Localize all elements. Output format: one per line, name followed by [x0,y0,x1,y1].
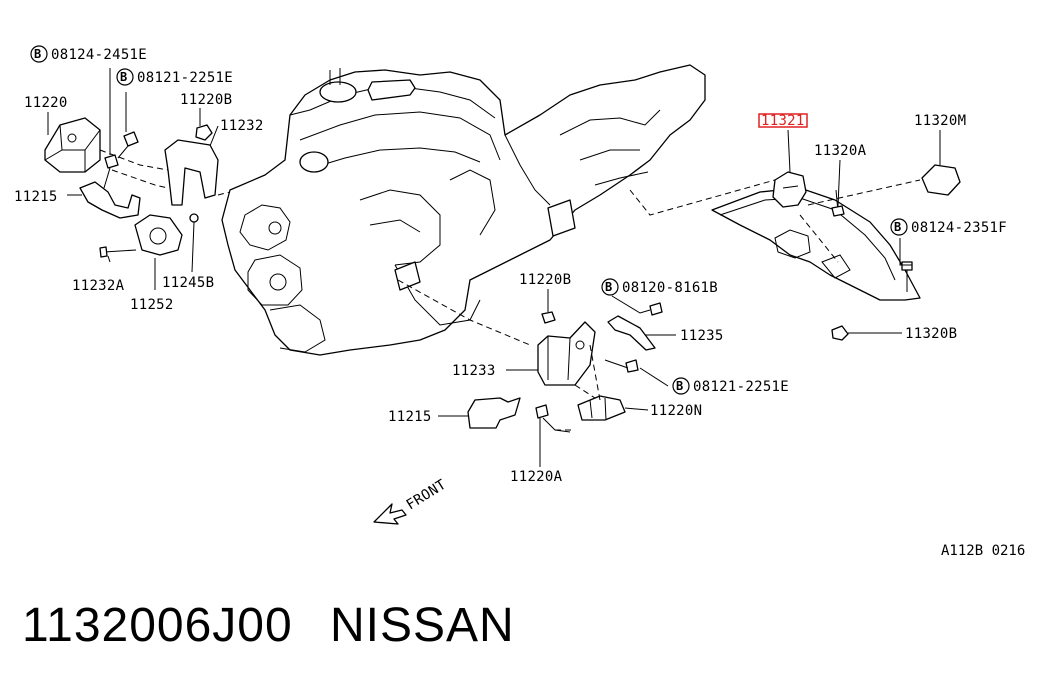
label-11321: 11321 [761,113,805,129]
label-11252: 11252 [130,297,174,313]
label-11215-mid: 11215 [388,409,432,425]
label-11232: 11232 [220,118,264,134]
label-11320M: 11320M [914,113,966,129]
highlight-box-11321 [758,113,808,128]
svg-text:B: B [120,70,127,84]
label-08124-2451E: 08124-2451E [51,47,147,63]
label-11220: 11220 [24,95,68,111]
left-mount-cluster [44,117,231,258]
bolt-badge: B [890,218,908,236]
label-11220A: 11220A [510,469,563,485]
bolt-badge: B [30,45,48,63]
part-labels: B 08124-2451E B 08121-2251E 11220 11220B… [14,45,1007,485]
label-08121-2251E-mid: 08121-2251E [693,379,789,395]
engine-illustration [221,64,706,356]
svg-text:B: B [34,47,41,61]
label-08120-8161B: 08120-8161B [622,280,718,296]
label-11232A: 11232A [72,278,125,294]
front-label: FRONT [404,477,450,514]
label-11220B-mid: 11220B [519,272,571,288]
bolt-badge: B [116,68,134,86]
label-11320A: 11320A [814,143,867,159]
brand-name: NISSAN [330,599,515,652]
diagram-reference-code: A112B 0216 [941,543,1026,559]
label-11220B-top: 11220B [180,92,232,108]
label-11320B: 11320B [905,326,957,342]
svg-text:B: B [605,280,612,294]
bolt-badge: B [672,377,690,395]
leader-lines [47,68,941,467]
bolt-badge: B [601,278,619,296]
svg-text:B: B [894,220,901,234]
label-11215-left: 11215 [14,189,58,205]
svg-text:B: B [676,379,683,393]
right-mount-cluster [629,164,961,341]
part-number: 1132006J00 [22,599,293,652]
label-11220N: 11220N [650,403,702,419]
label-11235: 11235 [680,328,724,344]
label-08121-2251E-top: 08121-2251E [137,70,233,86]
label-08124-2351F: 08124-2351F [911,220,1007,236]
center-mount-cluster [397,279,663,433]
front-arrow: FRONT [373,477,450,525]
label-11245B: 11245B [162,275,214,291]
label-11233: 11233 [452,363,496,379]
